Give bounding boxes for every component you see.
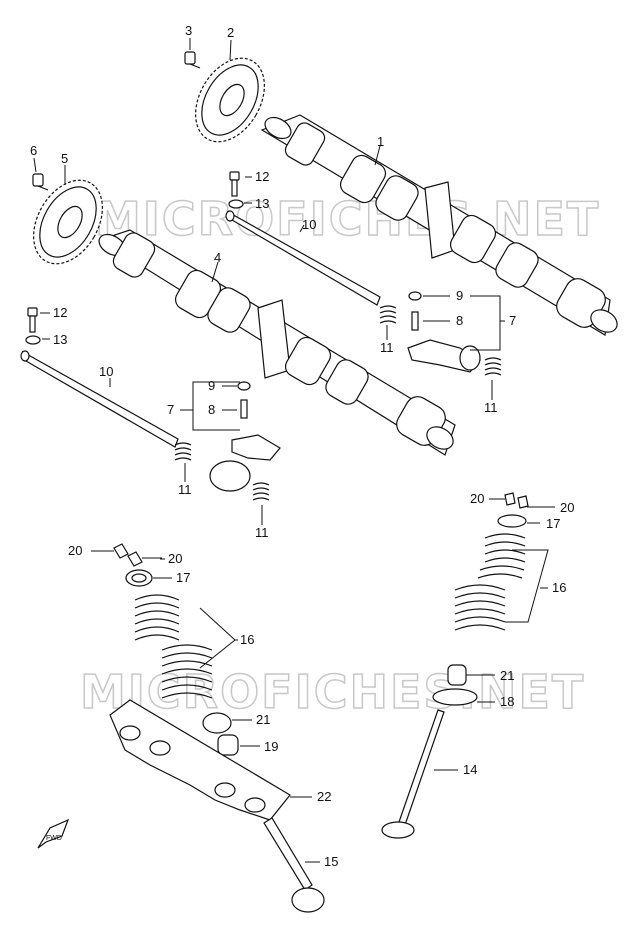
valve-spring-16-right [454, 533, 526, 631]
valve-14-intake [381, 709, 445, 839]
label-19: 19 [264, 739, 278, 754]
fwd-arrow-icon: FWD [37, 818, 70, 849]
label-20-right-a: 20 [470, 491, 484, 506]
washer-13-lower [25, 335, 41, 345]
label-9-lower: 9 [208, 378, 215, 393]
label-15: 15 [324, 854, 338, 869]
label-10-lower: 10 [99, 364, 113, 379]
label-16-left: 16 [240, 632, 254, 647]
watermark-top: MICROFICHES.NET [95, 192, 600, 246]
spring-11-a [379, 305, 397, 324]
part-labels: 1 2 3 4 5 6 12 13 10 9 8 7 11 11 12 13 1… [30, 23, 574, 869]
label-3: 3 [185, 23, 192, 38]
label-2: 2 [227, 25, 234, 40]
bolt-12-lower [27, 307, 38, 333]
label-13-lower: 13 [53, 332, 67, 347]
label-20-right-b: 20 [560, 500, 574, 515]
valve-cotter-left [113, 543, 143, 567]
spring-11-c [174, 442, 192, 461]
washer-13-upper [228, 199, 244, 209]
seal-21-right [447, 664, 467, 686]
label-8-lower: 8 [208, 402, 215, 417]
label-21-right: 21 [500, 668, 514, 683]
sprocket-upper [195, 57, 265, 143]
retainer-17-right [497, 514, 527, 528]
camshaft-upper [260, 114, 618, 336]
label-4: 4 [214, 250, 221, 265]
valve-15-exhaust [263, 817, 325, 913]
gasket-22 [109, 699, 291, 821]
sprocket-lower [33, 179, 103, 265]
label-18: 18 [500, 694, 514, 709]
label-11-a: 11 [380, 340, 394, 355]
rocker-arm-lower [209, 381, 281, 492]
rocker-arm-upper [407, 291, 481, 373]
label-9-upper: 9 [456, 288, 463, 303]
bolt-12-upper [229, 171, 240, 197]
spring-11-d [252, 482, 270, 501]
label-11-d: 11 [255, 525, 269, 540]
label-10-upper: 10 [302, 217, 316, 232]
spring-11-b [484, 357, 502, 376]
label-12-upper: 12 [255, 169, 269, 184]
bolt-3 [184, 51, 201, 69]
label-20-left-b: 20 [168, 551, 182, 566]
label-11-b: 11 [484, 400, 498, 415]
label-12-lower: 12 [53, 305, 67, 320]
seal-19-left [217, 734, 239, 756]
seat-18-right [432, 688, 478, 706]
valve-spring-16-left [134, 594, 213, 699]
label-13-upper: 13 [255, 196, 269, 211]
camshaft-lower [98, 229, 456, 456]
label-11-c: 11 [178, 482, 192, 497]
rocker-shaft-lower [20, 350, 179, 448]
label-16-right: 16 [552, 580, 566, 595]
label-6: 6 [30, 143, 37, 158]
label-21-left: 21 [256, 712, 270, 727]
leader-lines [33, 38, 555, 863]
fwd-label: FWD [46, 835, 62, 842]
label-7-lower: 7 [167, 402, 174, 417]
retainer-17-left [125, 569, 153, 587]
valve-cotter-right [504, 492, 529, 509]
rocker-shaft-upper [225, 210, 381, 306]
label-20-left-a: 20 [68, 543, 82, 558]
bolt-6 [32, 173, 49, 191]
label-8-upper: 8 [456, 313, 463, 328]
label-22: 22 [317, 789, 331, 804]
label-17-left: 17 [176, 570, 190, 585]
label-5: 5 [61, 151, 68, 166]
label-7-upper: 7 [509, 313, 516, 328]
label-17-right: 17 [546, 516, 560, 531]
seat-21-left [202, 712, 232, 734]
label-1: 1 [377, 134, 384, 149]
label-14: 14 [463, 762, 477, 777]
